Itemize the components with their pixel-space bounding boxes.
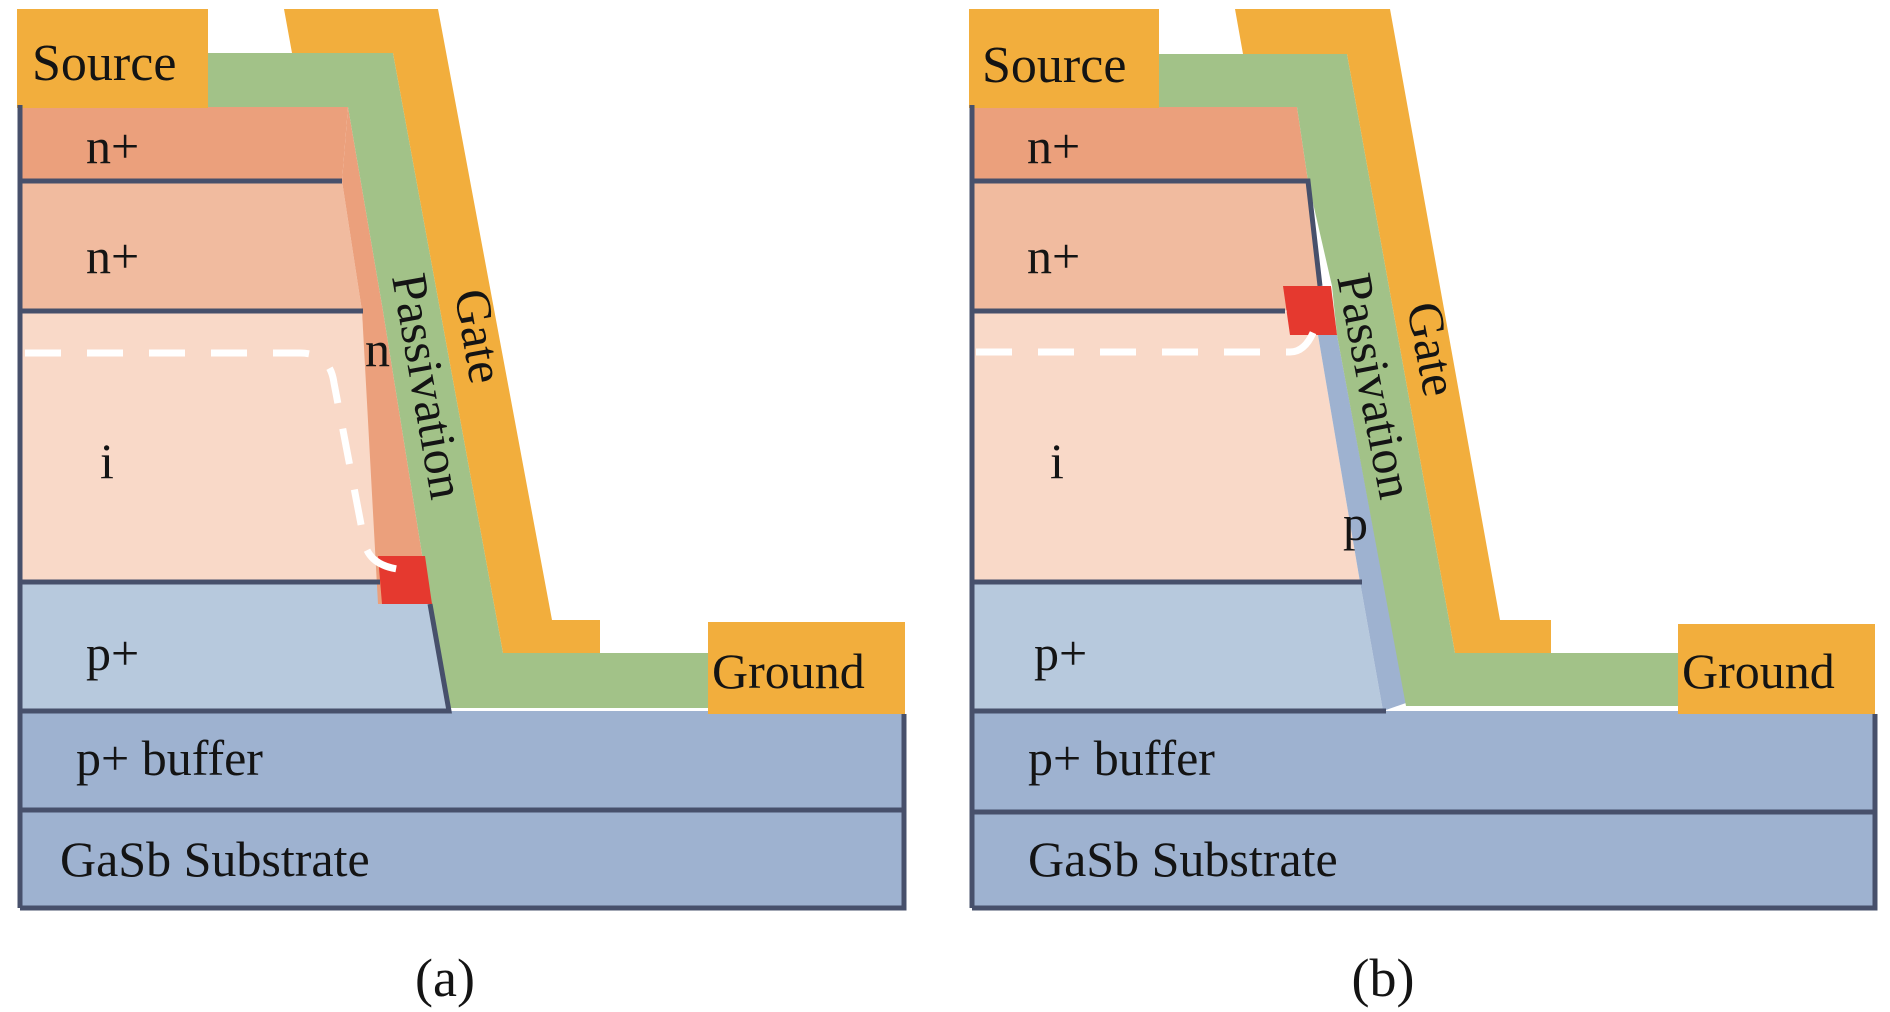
outline-bottom-right xyxy=(20,714,907,911)
source-label: Source xyxy=(32,35,176,92)
buffer-label: p+ buffer xyxy=(1028,730,1215,786)
surface-p-label: p xyxy=(1343,495,1368,551)
passivation-layer xyxy=(1159,54,1678,706)
passivation-layer xyxy=(208,53,708,708)
panel-b: Source n+ n+ i p p+ p+ buffer GaSb Subst… xyxy=(969,9,1878,1008)
ground-contact[interactable] xyxy=(708,622,905,714)
leakage-path xyxy=(976,326,1319,356)
buffer-label: p+ buffer xyxy=(76,730,263,786)
n-plus-top-label: n+ xyxy=(86,118,139,174)
caption-b: (b) xyxy=(1352,948,1415,1008)
p-surface-strip xyxy=(1318,335,1406,711)
p-plus-label: p+ xyxy=(86,625,139,681)
layer-outlines xyxy=(969,105,1878,911)
n-surface-strip xyxy=(342,107,430,604)
p-plus-layer xyxy=(972,582,1383,711)
buffer-layer xyxy=(20,711,904,810)
leakage-path xyxy=(25,349,408,574)
source-label: Source xyxy=(982,37,1126,94)
n-plus-lower-layer xyxy=(20,181,362,311)
intrinsic-label: i xyxy=(100,433,114,489)
outline-p-plus xyxy=(20,603,452,714)
p-plus-layer xyxy=(20,582,447,711)
outline-bottom-right xyxy=(972,714,1878,911)
n-plus-lower-label: n+ xyxy=(1027,228,1080,284)
source-contact[interactable] xyxy=(969,9,1159,108)
surface-n-label: n xyxy=(365,321,390,377)
ground-contact[interactable] xyxy=(1678,624,1875,714)
ground-label: Ground xyxy=(712,643,865,699)
buffer-layer xyxy=(972,711,1875,812)
n-plus-top-label: n+ xyxy=(1027,118,1080,174)
intrinsic-layer xyxy=(20,311,380,582)
substrate-layer xyxy=(20,810,904,908)
substrate-label: GaSb Substrate xyxy=(60,831,370,887)
substrate-layer xyxy=(972,812,1875,908)
source-contact[interactable] xyxy=(17,9,208,108)
n-plus-lower-layer xyxy=(972,181,1318,311)
junction-marker xyxy=(1283,286,1337,335)
gate-contact[interactable] xyxy=(284,9,600,653)
intrinsic-label: i xyxy=(1050,433,1064,489)
n-plus-top-layer xyxy=(20,107,348,181)
caption-a: (a) xyxy=(415,948,475,1008)
outline-n-plus-edge xyxy=(972,178,1323,287)
ground-label: Ground xyxy=(1682,643,1835,699)
n-plus-top-layer xyxy=(972,107,1308,181)
gate-contact[interactable] xyxy=(1235,9,1551,653)
panel-a: Source n+ n+ i n p+ p+ buffer GaSb Subst… xyxy=(17,9,907,1008)
layer-outlines xyxy=(17,105,907,911)
n-plus-lower-label: n+ xyxy=(86,228,139,284)
substrate-label: GaSb Substrate xyxy=(1028,831,1338,887)
intrinsic-layer xyxy=(972,311,1360,582)
p-plus-label: p+ xyxy=(1034,625,1087,681)
